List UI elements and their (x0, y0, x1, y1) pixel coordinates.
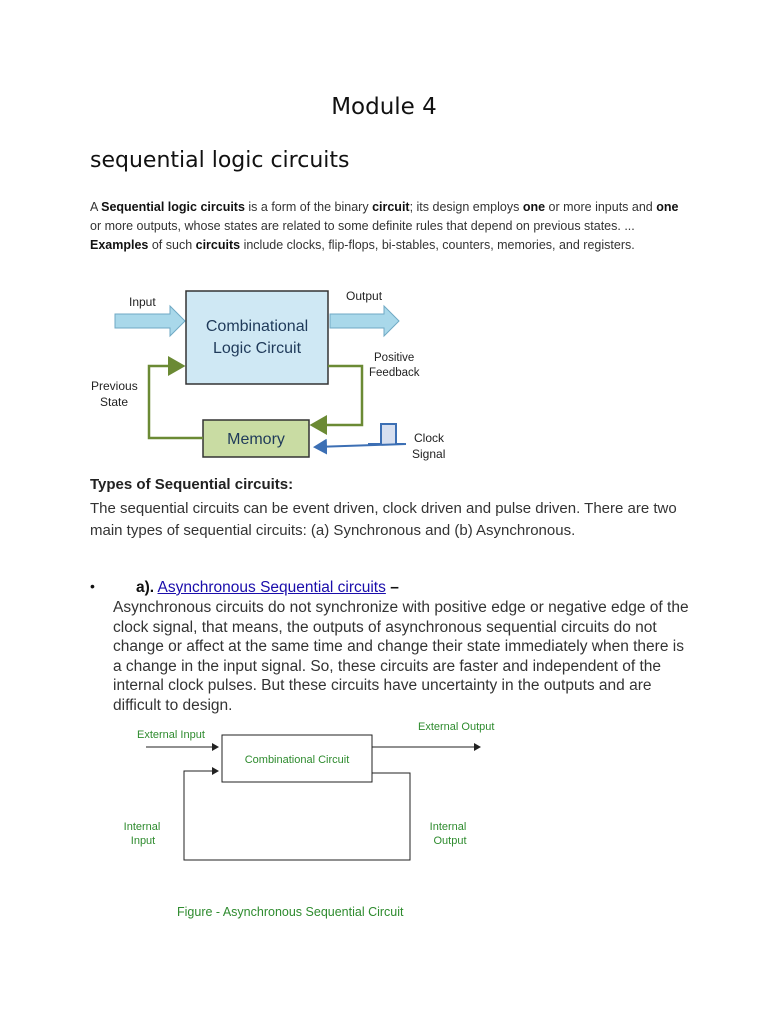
intro-text-run: is a form of the binary (244, 200, 373, 214)
combinational-logic-box (185, 290, 329, 385)
positive-label-2: Feedback (369, 367, 420, 379)
clock-pulse (368, 423, 404, 445)
async-circuits-link[interactable]: Asynchronous Sequential circuits (157, 579, 386, 596)
clock-label-1: Clock (414, 431, 445, 445)
intro-bold-run: Sequential logic circuits (101, 200, 245, 214)
intro-text-run: or more outputs, whose states are relate… (90, 219, 635, 233)
types-heading: Types of Sequential circuits: (90, 476, 294, 493)
intro-bold-run: one (522, 200, 546, 214)
item-a-label: a). (136, 579, 155, 596)
intro-bold-run: one (656, 200, 679, 214)
internal-loop-line (183, 767, 411, 861)
section-title: sequential logic circuits (90, 148, 350, 173)
output-arrow (329, 304, 400, 338)
combinational-label-2: Logic Circuit (213, 340, 302, 357)
intro-text-run: include clocks, flip-flops, bi-stables, … (240, 238, 635, 252)
figure-caption: Figure - Asynchronous Sequential Circuit (177, 905, 404, 919)
intro-text-run: ; its design employs (409, 200, 523, 214)
positive-feedback-line (309, 364, 364, 435)
internal-output-label-1: Internal (430, 821, 467, 833)
types-paragraph: The sequential circuits can be event dri… (90, 500, 677, 539)
intro-text-run: or more inputs and (545, 200, 657, 214)
previous-state-line (147, 356, 203, 440)
intro-paragraph: A Sequential logic circuits is a form of… (90, 198, 680, 255)
input-arrow (114, 304, 186, 338)
memory-box (202, 419, 310, 458)
clock-label-2: Signal (412, 447, 445, 461)
intro-bold-run: circuit (372, 200, 410, 214)
bullet-marker: • (90, 578, 95, 594)
positive-label-1: Positive (374, 352, 414, 364)
internal-input-label-2: Input (131, 835, 155, 847)
clock-signal-line (313, 438, 407, 455)
memory-label: Memory (227, 431, 285, 448)
previous-label-1: Previous (91, 379, 138, 393)
internal-input-label-1: Internal (124, 821, 161, 833)
item-a-heading: a). Asynchronous Sequential circuits – (136, 579, 399, 597)
output-label: Output (346, 289, 383, 303)
external-input-label: External Input (137, 729, 205, 741)
combinational-label-1: Combinational (206, 318, 308, 335)
intro-bold-run: circuits (195, 238, 241, 252)
previous-label-2: State (100, 395, 128, 409)
intro-text-run: of such (148, 238, 196, 252)
item-a-body: Asynchronous circuits do not synchronize… (113, 599, 689, 714)
external-output-label: External Output (418, 721, 494, 733)
intro-text-run: A (90, 200, 102, 214)
item-a-dash: – (390, 579, 399, 596)
internal-output-label-2: Output (433, 835, 466, 847)
input-label: Input (129, 295, 156, 309)
intro-bold-run: Examples (90, 238, 149, 252)
module-title: Module 4 (331, 94, 437, 120)
combinational-circuit-box (221, 734, 373, 783)
combinational-circuit-label: Combinational Circuit (245, 754, 350, 766)
async-circuit-diagram: External Input External Output Combinati… (124, 721, 495, 919)
